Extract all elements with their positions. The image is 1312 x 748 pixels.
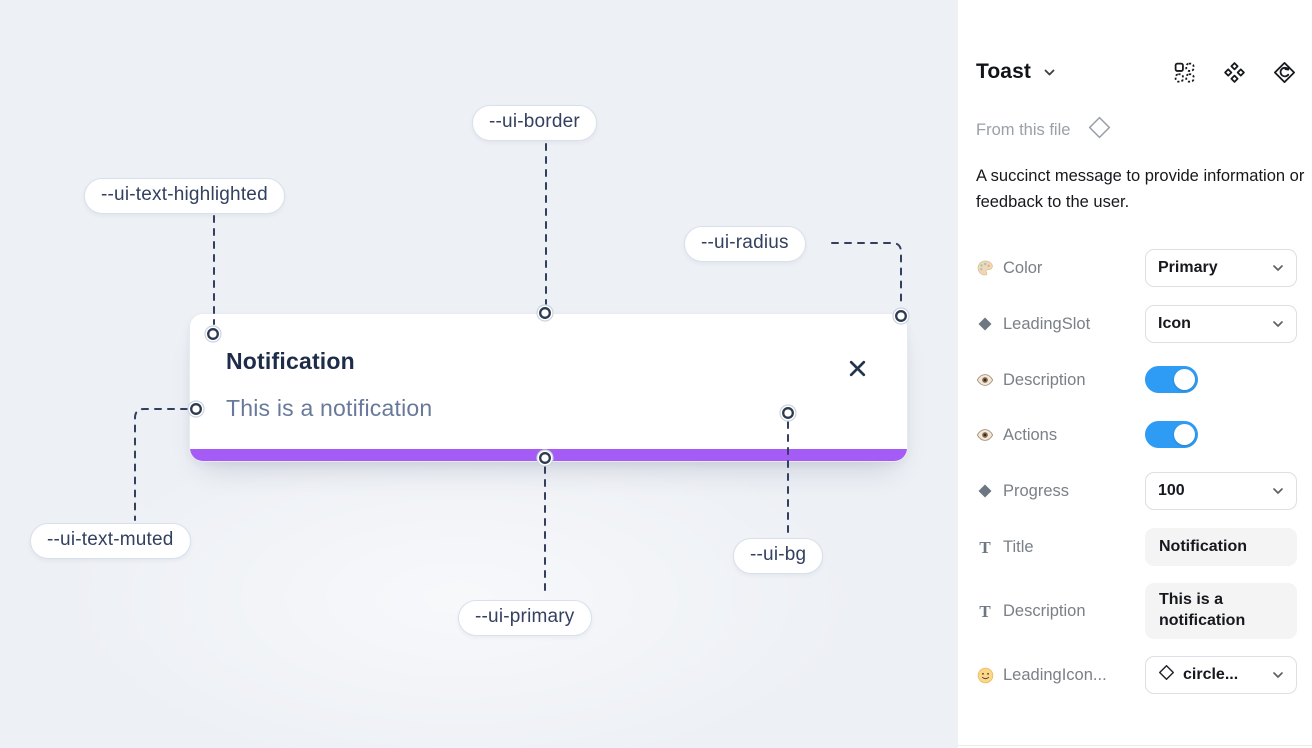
chevron-down-icon (1272, 482, 1284, 500)
description-toggle[interactable] (1145, 366, 1198, 393)
panel-bottom-divider (958, 745, 1312, 746)
text-icon: T (979, 537, 991, 557)
panel-header: Toast (976, 56, 1296, 88)
title-input[interactable]: Notification (1145, 528, 1297, 566)
component-grid-icon[interactable] (1172, 60, 1196, 84)
chevron-down-icon[interactable] (1043, 68, 1056, 77)
color-select[interactable]: Primary (1145, 249, 1297, 287)
diamond-icon (976, 482, 994, 500)
toast-title: Notification (226, 348, 355, 374)
properties-panel: Toast (958, 0, 1312, 748)
prop-row-description-toggle: Description (976, 361, 1298, 399)
text-icon: T (979, 601, 991, 621)
prop-row-progress: Progress 100 (976, 472, 1298, 510)
prop-label-leading-icon: LeadingIcon... (1003, 665, 1107, 684)
prop-row-description-field: T Description This is a notification (976, 583, 1298, 639)
diamond-icon (976, 315, 994, 333)
prop-label-description-field: Description (1003, 601, 1086, 620)
prop-label-actions-toggle: Actions (1003, 425, 1058, 444)
leading-icon-select[interactable]: circle... (1145, 656, 1297, 694)
file-diamond-icon (1086, 114, 1113, 146)
prop-label-progress: Progress (1003, 481, 1070, 500)
connector-line-text-muted (134, 408, 188, 521)
progress-select[interactable]: 100 (1145, 472, 1297, 510)
prop-label-title: Title (1003, 537, 1034, 556)
toast-progress-bar (190, 449, 907, 461)
token-ui-radius[interactable]: --ui-radius (684, 226, 806, 262)
eye-icon (976, 371, 994, 389)
canvas: Notification This is a notification --ui… (0, 0, 958, 748)
prop-row-color: Color Primary (976, 249, 1298, 287)
connector-line-radius (831, 242, 902, 307)
token-ui-bg[interactable]: --ui-bg (733, 538, 824, 574)
prop-row-leading-slot: LeadingSlot Icon (976, 305, 1298, 343)
chevron-down-icon (1272, 666, 1284, 684)
toggle-knob (1174, 424, 1195, 445)
prop-row-title: T Title Notification (976, 528, 1298, 566)
prop-row-actions-toggle: Actions (976, 416, 1298, 454)
actions-toggle[interactable] (1145, 421, 1198, 448)
component-description: A succinct message to provide informatio… (976, 167, 1305, 211)
header-actions (1172, 60, 1296, 84)
token-ui-text-highlighted[interactable]: --ui-text-highlighted (84, 178, 285, 214)
instance-diamond-icon (1158, 664, 1175, 686)
components-icon[interactable] (1222, 60, 1246, 84)
smiley-icon (976, 666, 994, 684)
eye-icon (976, 426, 994, 444)
toast-preview: Notification This is a notification (189, 313, 908, 462)
prop-row-leading-icon: LeadingIcon... circle... (976, 656, 1298, 694)
instance-swap-icon[interactable] (1272, 60, 1296, 84)
palette-icon (976, 259, 994, 277)
chevron-down-icon (1272, 259, 1284, 277)
source-row: From this file (976, 114, 1113, 146)
description-input[interactable]: This is a notification (1145, 583, 1297, 639)
token-ui-border[interactable]: --ui-border (472, 105, 597, 141)
component-title: Toast (976, 60, 1031, 83)
prop-label-color: Color (1003, 258, 1043, 277)
close-icon[interactable] (845, 356, 869, 380)
prop-label-leading-slot: LeadingSlot (1003, 314, 1091, 333)
token-ui-text-muted[interactable]: --ui-text-muted (30, 523, 191, 559)
prop-label-description-toggle: Description (1003, 370, 1086, 389)
token-ui-primary[interactable]: --ui-primary (458, 600, 592, 636)
source-label: From this file (976, 120, 1071, 139)
toggle-knob (1174, 369, 1195, 390)
toast-description: This is a notification (226, 395, 433, 421)
chevron-down-icon (1272, 315, 1284, 333)
leading-slot-select[interactable]: Icon (1145, 305, 1297, 343)
